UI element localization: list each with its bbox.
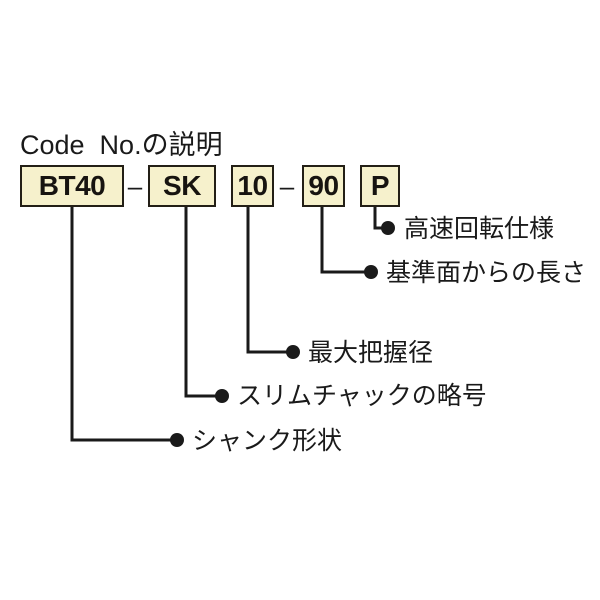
code-token-slim-chuck: SK [148, 165, 216, 207]
bullet-dot-slim-chuck [215, 389, 229, 403]
leader-line-length [320, 205, 373, 274]
code-separator-1: – [127, 170, 143, 201]
code-token-high-speed: P [360, 165, 400, 207]
leader-line-slim-chuck [184, 205, 224, 398]
leader-line-high-speed [373, 205, 390, 230]
callout-label-length: 基準面からの長さ [386, 259, 587, 287]
bullet-dot-max-grip [286, 345, 300, 359]
bullet-dot-high-speed [381, 221, 395, 235]
code-token-shank: BT40 [20, 165, 124, 207]
code-separator-2: – [279, 170, 295, 201]
callout-label-max-grip: 最大把握径 [308, 339, 434, 367]
callout-label-high-speed: 高速回転仕様 [404, 215, 555, 243]
code-token-length: 90 [302, 165, 345, 207]
leader-line-shank [70, 205, 179, 442]
bullet-dot-length [364, 265, 378, 279]
callout-label-slim-chuck: スリムチャックの略号 [237, 382, 487, 410]
bullet-dot-shank [170, 433, 184, 447]
code-token-max-grip: 10 [231, 165, 274, 207]
callout-label-shank: シャンク形状 [192, 427, 343, 455]
leader-line-max-grip [246, 205, 295, 354]
page-title: Code No.の説明 [20, 130, 223, 160]
